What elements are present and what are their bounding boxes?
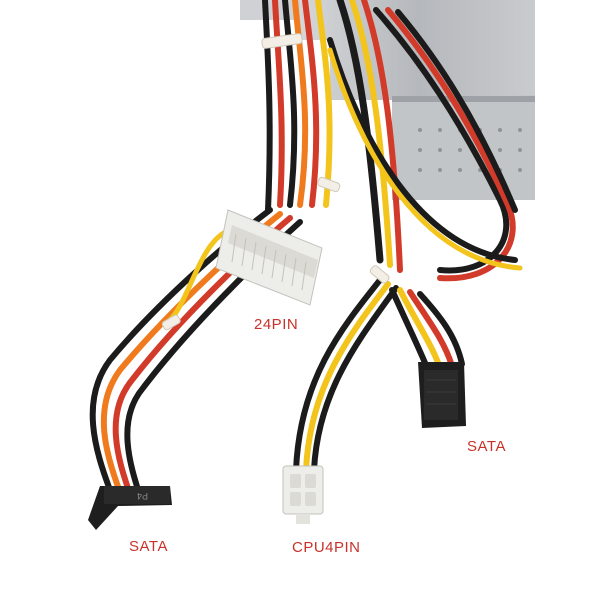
label-cpu4pin: CPU4PIN bbox=[292, 539, 361, 556]
right-sata-connector bbox=[418, 362, 466, 428]
left-sata-connector: P4 bbox=[88, 486, 172, 530]
label-24pin: 24PIN bbox=[254, 316, 299, 333]
cpu4pin-wires bbox=[293, 277, 399, 473]
connector-marking: P4 bbox=[137, 491, 148, 501]
label-sata-left: SATA bbox=[129, 538, 168, 555]
main-wire-bundle bbox=[262, 0, 523, 282]
24pin-connector bbox=[215, 209, 323, 306]
label-sata-right: SATA bbox=[467, 438, 506, 455]
cable-ties bbox=[161, 33, 390, 331]
cpu4pin-connector bbox=[282, 465, 324, 524]
right-sata-wires bbox=[389, 287, 465, 373]
